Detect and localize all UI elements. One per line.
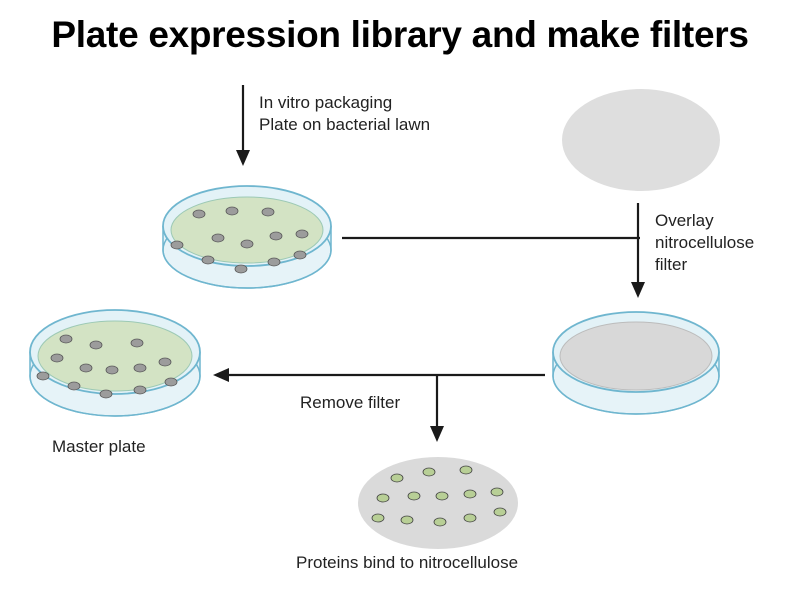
colony [170,206,309,274]
arrow-overlay [631,203,645,298]
label-packaging-line2: Plate on bacterial lawn [259,115,431,134]
label-overlay-line3: filter [655,255,688,274]
arrow-to-master-plate [213,368,545,382]
label-packaging: In vitro packaging Plate on bacterial la… [259,92,430,136]
label-overlay: Overlay nitrocellulose filter [655,210,754,276]
overlay-plate [552,311,720,415]
library-plate [162,185,332,289]
page-title: Plate expression library and make filter… [51,14,749,55]
label-remove-filter: Remove filter [300,393,401,412]
label-proteins-bind: Proteins bind to nitrocellulose [296,553,519,572]
protein-spot [371,465,507,527]
master-plate [29,309,201,417]
colony [36,334,178,399]
arrow-packaging [236,85,250,166]
protein-filter [358,457,518,549]
label-overlay-line1: Overlay [655,211,714,230]
label-packaging-line1: In vitro packaging [259,93,393,112]
arrow-remove-filter [430,375,444,442]
filter-disc-top [562,89,720,191]
label-overlay-line2: nitrocellulose [655,233,755,252]
label-master-plate: Master plate [52,437,146,456]
